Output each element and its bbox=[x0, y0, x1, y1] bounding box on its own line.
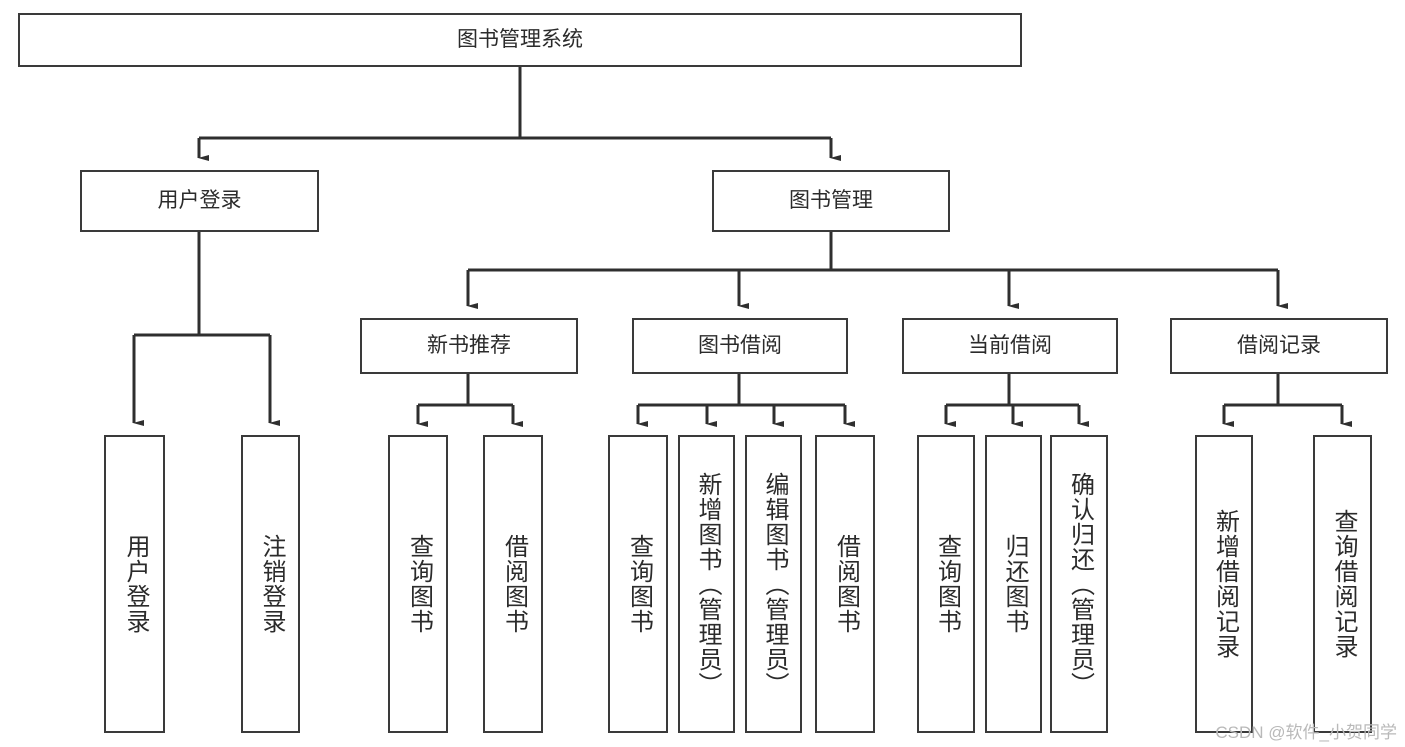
node-label: 归还图书 bbox=[1000, 534, 1028, 634]
node-book-management[interactable]: 图书管理 bbox=[712, 170, 950, 232]
node-book-borrow[interactable]: 图书借阅 bbox=[632, 318, 848, 374]
leaf-logout[interactable]: 注销登录 bbox=[241, 435, 300, 733]
leaf-user-login[interactable]: 用户登录 bbox=[104, 435, 165, 733]
node-label: 查询图书 bbox=[933, 534, 961, 634]
leaf-query-book-borrow[interactable]: 查询图书 bbox=[608, 435, 668, 733]
node-label: 图书借阅 bbox=[698, 334, 782, 358]
node-label: 当前借阅 bbox=[968, 334, 1052, 358]
leaf-add-borrow-record[interactable]: 新增借阅记录 bbox=[1195, 435, 1253, 733]
node-label: 查询图书 bbox=[405, 534, 433, 634]
leaf-edit-book-admin[interactable]: 编辑图书（管理员） bbox=[745, 435, 802, 733]
node-user-login[interactable]: 用户登录 bbox=[80, 170, 319, 232]
node-label: 查询借阅记录 bbox=[1329, 509, 1357, 659]
leaf-query-book-current[interactable]: 查询图书 bbox=[917, 435, 975, 733]
node-label: 借阅图书 bbox=[500, 534, 528, 634]
node-root-system[interactable]: 图书管理系统 bbox=[18, 13, 1022, 67]
node-label: 借阅记录 bbox=[1237, 334, 1321, 358]
leaf-confirm-return-admin[interactable]: 确认归还（管理员） bbox=[1050, 435, 1108, 733]
node-label: 查询图书 bbox=[625, 534, 653, 634]
node-current-borrow[interactable]: 当前借阅 bbox=[902, 318, 1118, 374]
leaf-return-book[interactable]: 归还图书 bbox=[985, 435, 1042, 733]
node-label: 用户登录 bbox=[157, 189, 242, 213]
node-label: 用户登录 bbox=[121, 534, 149, 634]
node-label: 确认归还（管理员） bbox=[1066, 471, 1094, 697]
node-label: 新增图书（管理员） bbox=[693, 471, 721, 697]
node-label: 借阅图书 bbox=[832, 534, 860, 634]
node-label: 新增借阅记录 bbox=[1211, 509, 1239, 659]
leaf-borrow-book[interactable]: 借阅图书 bbox=[815, 435, 875, 733]
csdn-watermark: CSDN @软件_小贺同学 bbox=[1215, 723, 1397, 742]
leaf-query-book-recommend[interactable]: 查询图书 bbox=[388, 435, 448, 733]
node-new-book-recommend[interactable]: 新书推荐 bbox=[360, 318, 578, 374]
node-label: 图书管理 bbox=[789, 189, 873, 213]
leaf-add-book-admin[interactable]: 新增图书（管理员） bbox=[678, 435, 735, 733]
node-label: 新书推荐 bbox=[427, 334, 511, 358]
leaf-borrow-book-recommend[interactable]: 借阅图书 bbox=[483, 435, 543, 733]
node-label: 图书管理系统 bbox=[457, 28, 583, 52]
node-label: 注销登录 bbox=[257, 534, 285, 634]
node-borrow-record[interactable]: 借阅记录 bbox=[1170, 318, 1388, 374]
node-label: 编辑图书（管理员） bbox=[760, 471, 788, 697]
leaf-query-borrow-record[interactable]: 查询借阅记录 bbox=[1313, 435, 1372, 733]
